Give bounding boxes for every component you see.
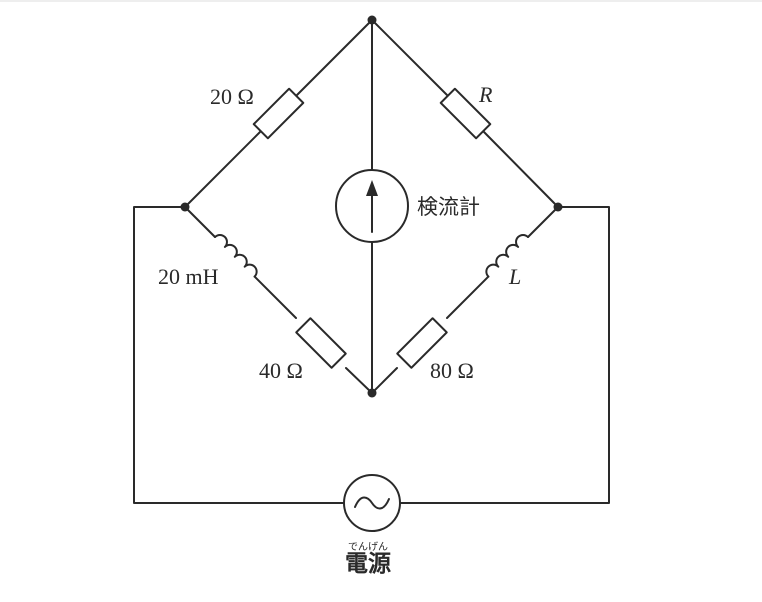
inductor-l <box>446 206 559 319</box>
resistor-40-ohm <box>295 317 373 394</box>
label-40-ohm: 40 Ω <box>259 358 303 383</box>
galvanometer-arrow-icon <box>366 180 378 196</box>
ac-source <box>343 474 401 532</box>
source-loop-wires <box>133 206 610 504</box>
label-galvanometer: 検流計 <box>417 195 480 219</box>
label-l: L <box>509 264 522 289</box>
top-border <box>0 0 762 2</box>
top-node <box>367 15 377 25</box>
left-node <box>180 202 190 212</box>
inductor-20-mh <box>184 206 297 319</box>
resistor-20-ohm <box>184 19 373 208</box>
right-node <box>553 202 563 212</box>
label-source-ruby: でんげん <box>348 542 388 553</box>
label-80-ohm: 80 Ω <box>430 358 474 383</box>
galvanometer <box>335 19 409 394</box>
label-source: 電源 <box>345 551 391 577</box>
label-r: R <box>479 82 493 107</box>
resistor-r <box>371 19 559 208</box>
label-20-mh: 20 mH <box>158 264 219 289</box>
label-20-ohm: 20 Ω <box>210 84 254 109</box>
bottom-node <box>367 388 377 398</box>
resistor-80-ohm <box>371 317 448 394</box>
